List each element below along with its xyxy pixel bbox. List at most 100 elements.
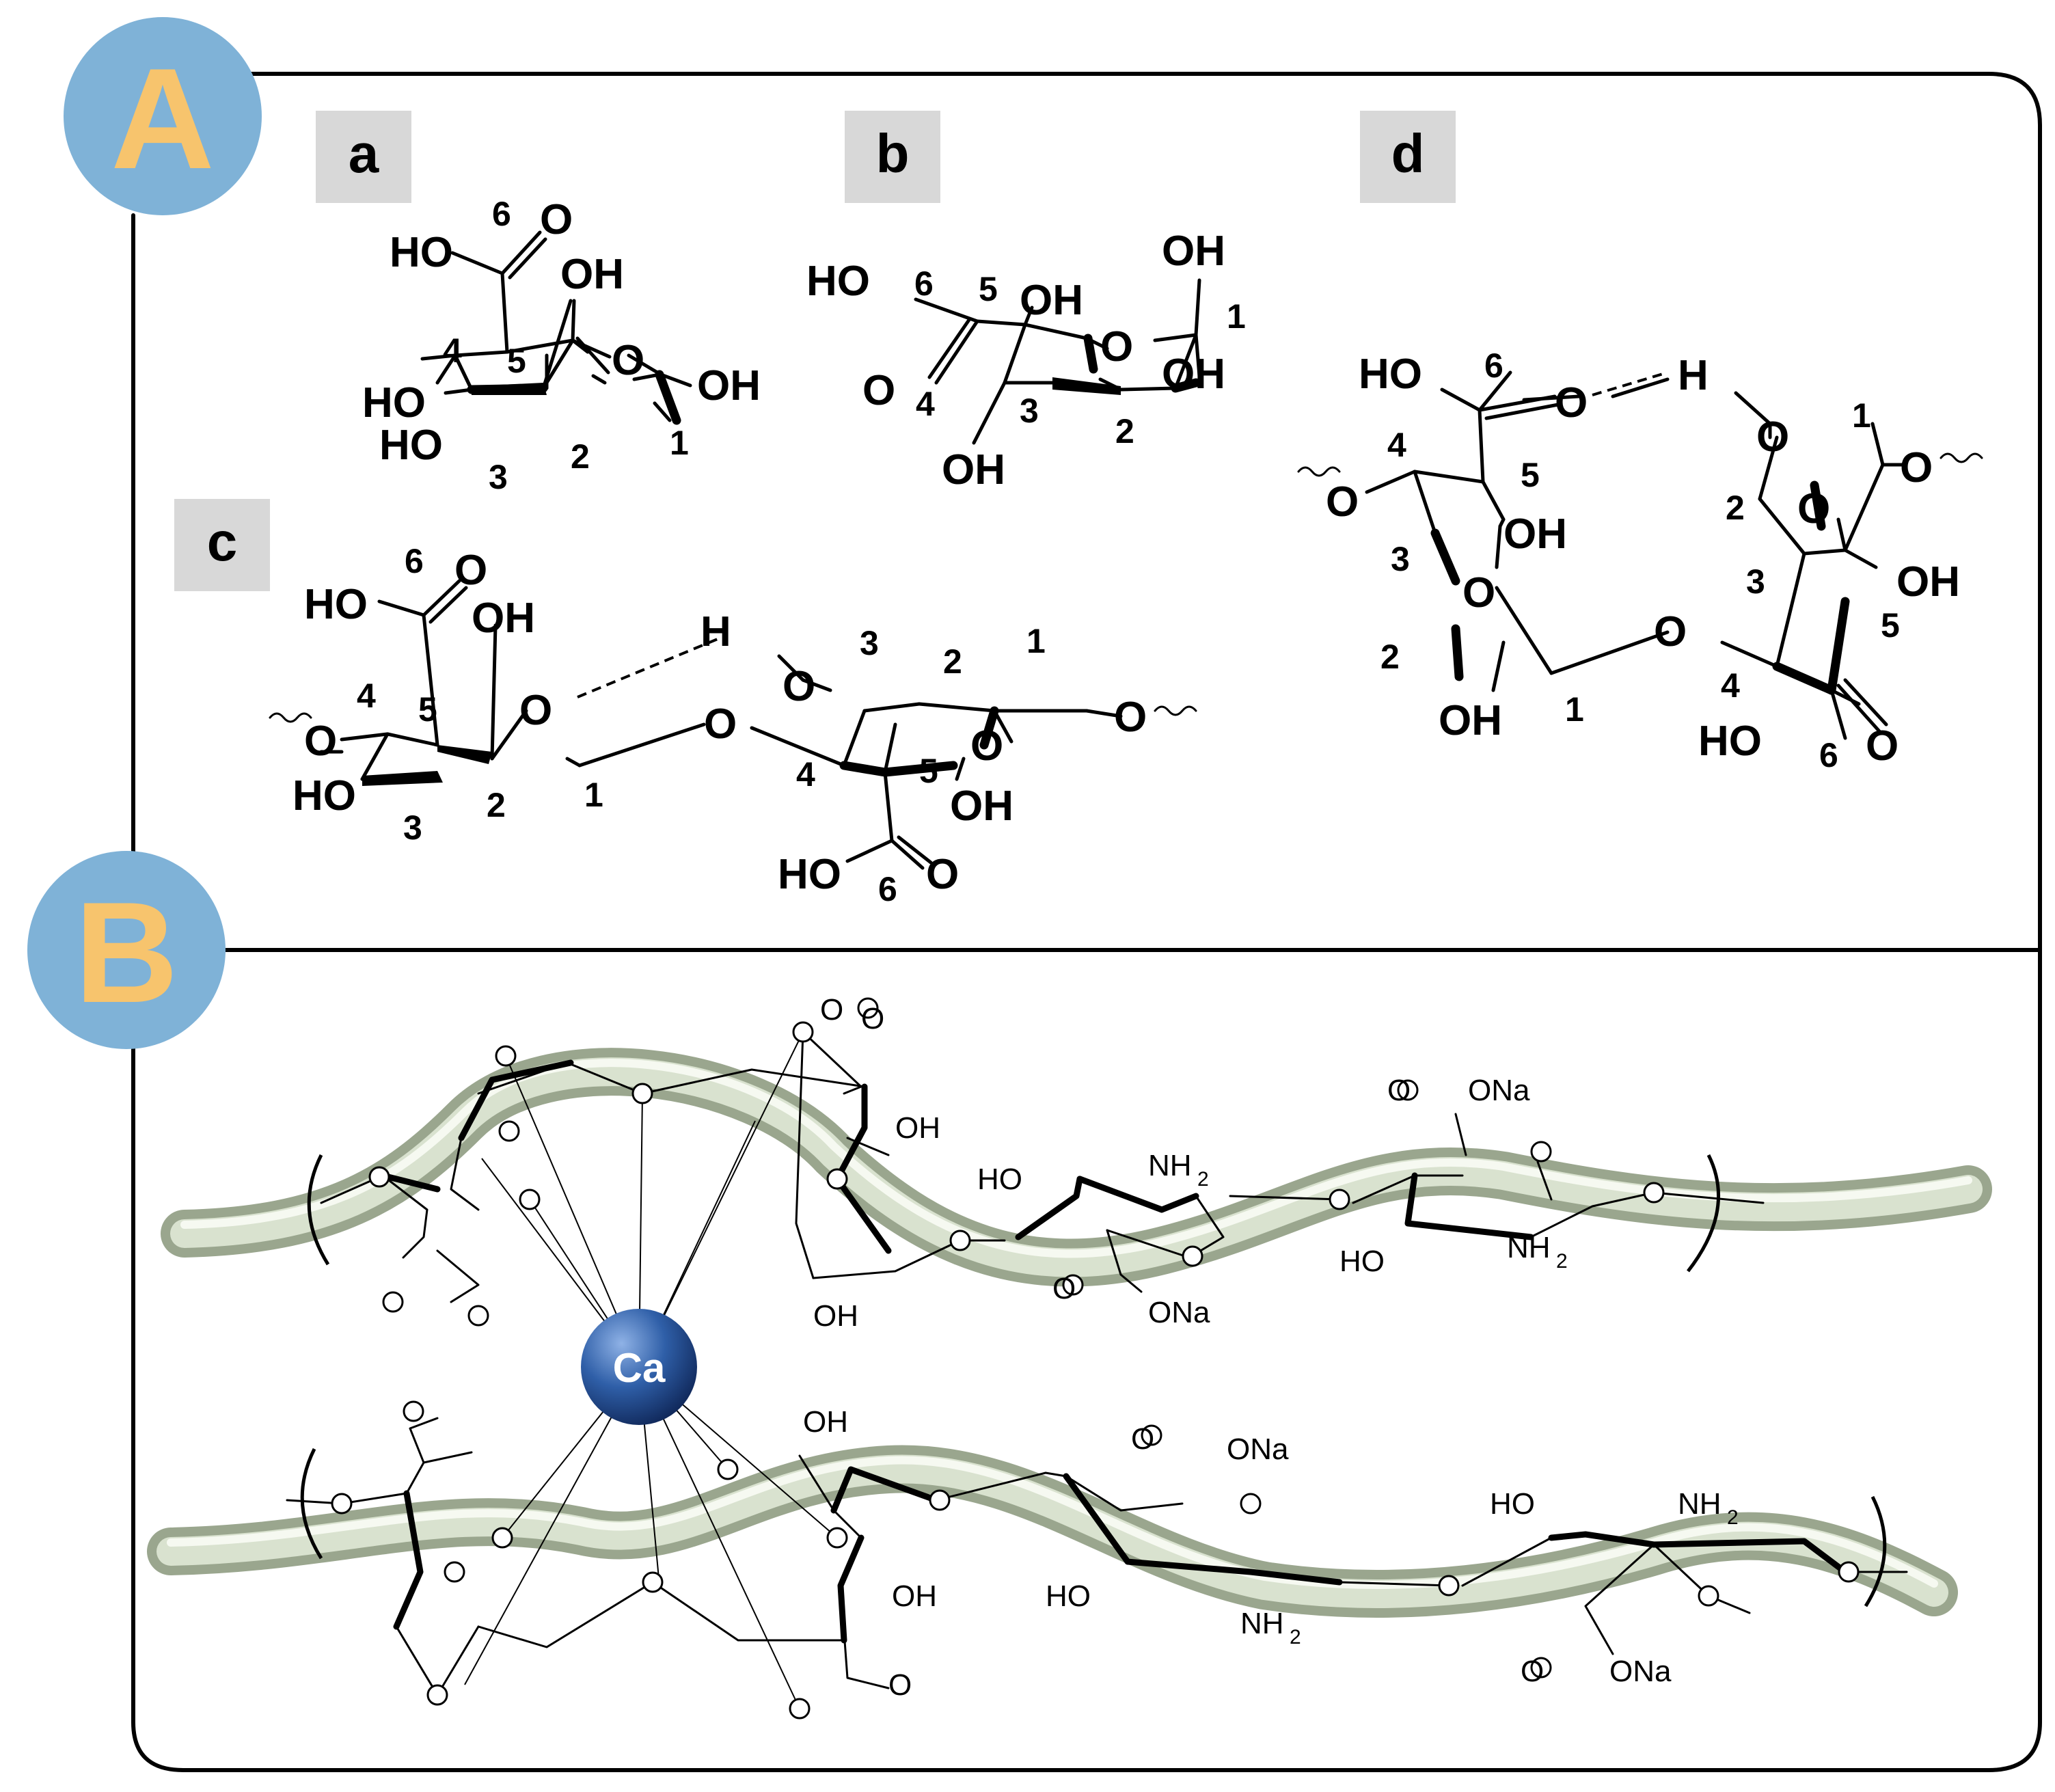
subpanel-tag-d: d [1360,111,1456,203]
lower-chain-skeleton [286,1417,1908,1696]
svg-text:ONa: ONa [1148,1296,1210,1329]
svg-text:1: 1 [1026,622,1046,660]
svg-text:2: 2 [1197,1168,1209,1191]
svg-text:4: 4 [916,385,935,423]
svg-text:O: O [519,687,552,734]
svg-text:2: 2 [571,437,590,476]
svg-text:OH: OH [697,362,761,409]
svg-text:O: O [888,1668,912,1702]
svg-text:OH: OH [895,1111,940,1145]
panel-b-labels: O O OH OH O ONa HO NH 2 HO NH 2 O ONa OH… [803,993,1739,1702]
svg-text:1: 1 [1852,396,1871,435]
polymer-backbone-lower [147,1445,1958,1618]
svg-text:O: O [1387,1074,1411,1107]
svg-text:5: 5 [1521,456,1540,494]
svg-text:O: O [612,337,644,384]
svg-text:OH: OH [813,1299,858,1333]
label-o: O [540,196,573,243]
panel-label-b: B [74,872,178,1033]
svg-text:OH: OH [1020,277,1083,324]
svg-text:3: 3 [403,809,422,847]
svg-text:1: 1 [670,424,689,462]
svg-text:6: 6 [405,542,424,580]
svg-text:O: O [1654,608,1687,655]
svg-text:5: 5 [507,342,526,380]
svg-text:NH: NH [1240,1607,1284,1640]
svg-text:6: 6 [492,195,511,233]
svg-text:1: 1 [1227,297,1246,336]
structure-d: HO 6 O H O 1 O 4 5 O OH 2 O 3 O 3 OH O 5… [1297,347,1983,774]
svg-text:OH: OH [1896,558,1960,606]
svg-text:HO: HO [1490,1487,1535,1521]
svg-text:O: O [1131,1422,1154,1456]
label-ho: HO [390,229,453,276]
svg-text:2: 2 [1726,489,1745,527]
svg-text:H: H [700,608,731,655]
subpanel-label-a: a [349,123,379,184]
svg-text:HO: HO [1339,1245,1385,1278]
svg-text:4: 4 [796,755,815,793]
svg-text:5: 5 [919,752,938,790]
svg-text:3: 3 [1746,562,1765,601]
svg-text:OH: OH [942,446,1005,493]
svg-text:HO: HO [304,581,368,628]
svg-text:O: O [1052,1272,1076,1305]
svg-text:O: O [1521,1655,1544,1688]
svg-text:2: 2 [1380,638,1400,676]
svg-text:ONa: ONa [1609,1655,1672,1688]
svg-text:6: 6 [1819,736,1838,774]
svg-text:3: 3 [1020,392,1039,430]
svg-text:1: 1 [584,776,603,814]
panel-b-badge: B [27,851,226,1049]
svg-text:OH: OH [1162,228,1225,275]
upper-chain-skeleton [320,1031,1765,1303]
svg-text:OH: OH [892,1579,937,1613]
svg-text:1: 1 [1565,690,1584,729]
svg-text:HO: HO [977,1163,1022,1196]
svg-text:O: O [782,663,815,710]
svg-text:2: 2 [1290,1626,1301,1648]
svg-text:OH: OH [950,783,1013,830]
svg-text:O: O [1866,722,1899,770]
svg-text:6: 6 [878,870,897,908]
svg-text:O: O [454,547,487,594]
subpanel-tag-a: a [316,111,411,203]
svg-text:NH: NH [1507,1231,1551,1264]
subpanel-label-b: b [876,123,910,184]
svg-text:HO: HO [1359,351,1422,398]
svg-text:ONa: ONa [1227,1433,1289,1466]
calcium-label: Ca [613,1345,666,1391]
svg-text:4: 4 [357,677,376,715]
upper-chain-oxygens [368,997,1665,1327]
svg-text:HO: HO [362,379,426,426]
svg-text:OH: OH [803,1405,848,1439]
svg-text:4: 4 [1387,426,1406,464]
svg-text:3: 3 [1391,540,1410,578]
panel-frame [131,72,2042,1772]
svg-text:O: O [1326,478,1359,526]
svg-text:ONa: ONa [1468,1074,1530,1107]
svg-text:6: 6 [1484,347,1503,385]
subpanel-label-d: d [1391,123,1425,184]
subpanel-label-c: c [207,511,238,572]
svg-text:O: O [926,851,959,898]
structure-a: HO 6 O OH O OH 4 5 HO HO 3 2 1 [362,195,761,496]
repeat-unit-brackets [300,1154,1887,1607]
svg-text:O: O [304,718,337,765]
svg-text:O: O [1114,694,1147,741]
svg-text:H: H [1678,352,1709,399]
svg-text:NH: NH [1678,1487,1721,1521]
svg-text:O: O [1100,323,1133,370]
svg-text:O: O [861,1002,884,1035]
svg-text:HO: HO [1698,718,1762,765]
structure-b: HO 6 5 OH O OH 1 OH O 4 3 2 OH [806,228,1246,493]
svg-text:NH: NH [1148,1149,1192,1182]
panel-label-a: A [111,38,215,199]
svg-text:O: O [820,993,843,1027]
lower-chain-oxygens [331,1400,1860,1720]
svg-text:O: O [970,722,1003,770]
svg-text:5: 5 [979,270,998,308]
svg-text:OH: OH [1503,511,1567,558]
svg-text:HO: HO [292,772,356,819]
